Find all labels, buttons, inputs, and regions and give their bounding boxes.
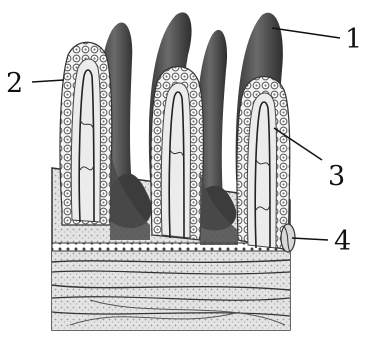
villus-middle (151, 67, 204, 241)
label-1: 1 (345, 24, 362, 55)
label-4: 4 (334, 226, 351, 257)
villus-left (60, 42, 112, 225)
label-3: 3 (328, 161, 345, 192)
villus-right (237, 77, 290, 251)
label-2: 2 (6, 68, 23, 99)
